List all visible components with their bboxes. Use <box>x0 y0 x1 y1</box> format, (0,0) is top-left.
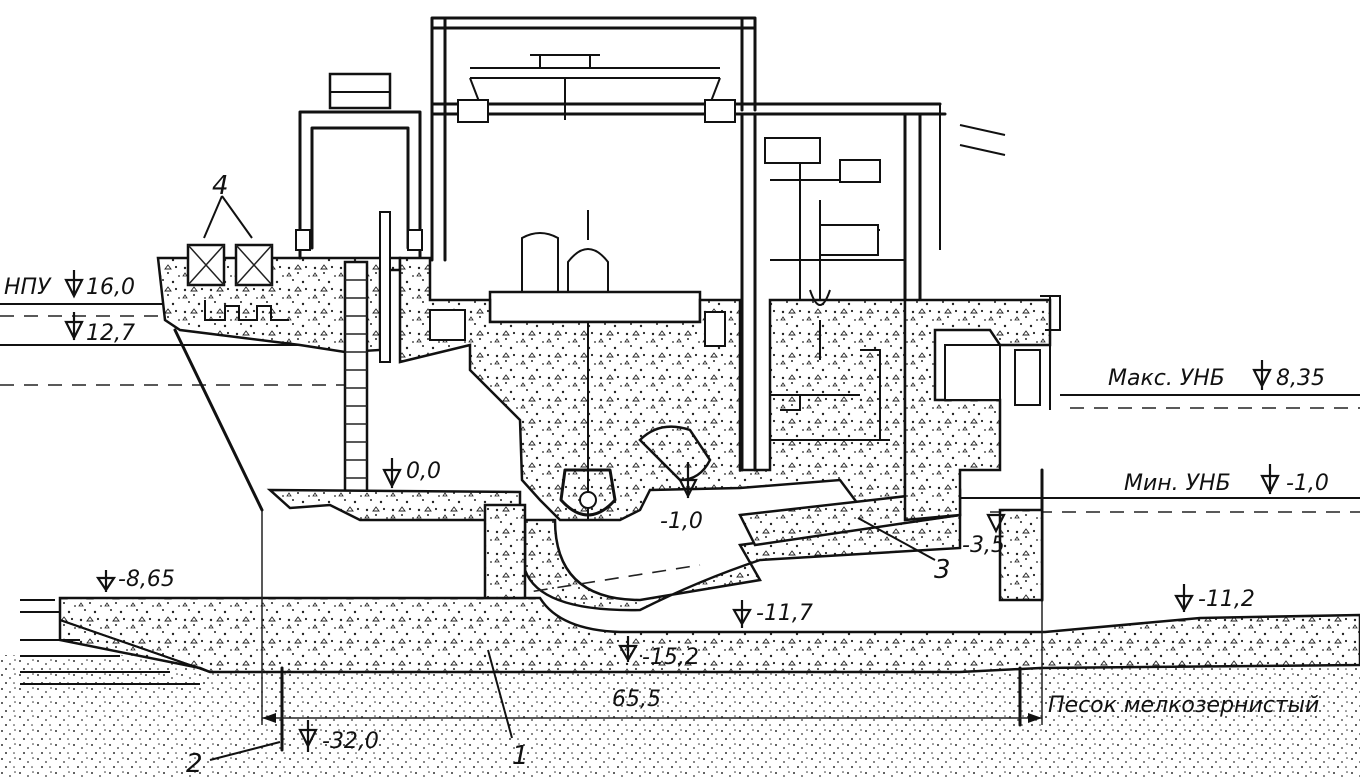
label-elev-16: 16,0 <box>86 275 135 300</box>
label-elev-min-1-0: -1,0 <box>1286 471 1329 496</box>
callout-4-leaders <box>203 195 253 239</box>
label-elev-min-3-5: -3,5 <box>962 533 1005 558</box>
label-elev-min-15-2: -15,2 <box>642 645 699 670</box>
dimension-arrow-right <box>1028 713 1042 723</box>
generator-housing <box>488 290 702 324</box>
downstream-building <box>740 112 922 472</box>
marker-draft-1-0 <box>678 462 698 499</box>
crane-hook-right <box>407 229 423 251</box>
trash-rack-rungs <box>345 279 367 479</box>
label-elev-min-11-2: -11,2 <box>1198 587 1255 612</box>
marker-32-0 <box>298 720 318 752</box>
label-elev-12-7: 12,7 <box>86 321 135 346</box>
trash-rack-column <box>343 260 369 494</box>
crane-hook-left <box>295 229 311 251</box>
label-npu: НПУ <box>4 275 52 300</box>
overhead-crane <box>469 54 721 120</box>
marker-11-7 <box>732 600 752 628</box>
tailrace-gate <box>1014 349 1041 406</box>
callout-4: 4 <box>212 171 229 201</box>
intake-gantry-crane <box>298 110 422 260</box>
marker-0-0 <box>382 458 402 489</box>
marker-min-unb <box>1260 464 1280 495</box>
apron-lower-edge <box>59 619 211 673</box>
machine-hall-frame <box>430 16 757 262</box>
marker-15-2 <box>618 636 638 663</box>
marker-11-2 <box>1174 584 1194 613</box>
label-draft-min-1-0: -1,0 <box>660 509 703 534</box>
generator <box>521 210 609 293</box>
stop-log-storage <box>186 243 274 287</box>
downstream-crane <box>1040 295 1061 410</box>
draft-tube-axis <box>509 564 701 596</box>
label-elev-min-11-7: -11,7 <box>756 601 813 626</box>
callout-2-leader <box>209 741 281 761</box>
label-elev-min-32-0: -32,0 <box>322 729 379 754</box>
label-min-unb: Мин. УНБ <box>1124 471 1231 496</box>
intake-floor-slab <box>266 488 522 522</box>
powerhouse-substructure <box>398 256 907 522</box>
gate-guide <box>379 211 391 363</box>
dimension-arrow-left <box>262 713 276 723</box>
marker-npu <box>64 270 84 299</box>
transmission-lines <box>939 104 1006 250</box>
downstream-pier <box>483 503 527 600</box>
powerhouse-roof <box>430 102 947 116</box>
callout-2: 2 <box>186 749 203 777</box>
callout-1: 1 <box>512 741 529 771</box>
label-length-65-5: 65,5 <box>612 687 661 712</box>
label-sand: Песок мелкозернистый <box>1048 693 1319 718</box>
callout-1-leader <box>487 649 513 739</box>
marker-3-5 <box>986 513 1006 534</box>
intake-slots <box>204 300 289 321</box>
draft-tube <box>523 513 962 612</box>
marker-12-7 <box>64 312 84 341</box>
callout-3-leader <box>857 517 936 561</box>
downstream-apron <box>998 508 1044 602</box>
label-max-unb: Макс. УНБ <box>1108 366 1225 391</box>
label-elev-min-8-65: -8,65 <box>118 567 175 592</box>
foundation-slab <box>58 596 1360 674</box>
label-elev-0-0: 0,0 <box>406 459 441 484</box>
label-elev-8-35: 8,35 <box>1276 366 1325 391</box>
upstream-wall <box>173 328 264 512</box>
tailrace-deck <box>903 298 1052 522</box>
turbine-runner <box>559 468 617 517</box>
callout-3: 3 <box>934 555 951 585</box>
marker-max-unb <box>1252 360 1272 390</box>
marker-8-65 <box>95 570 117 592</box>
